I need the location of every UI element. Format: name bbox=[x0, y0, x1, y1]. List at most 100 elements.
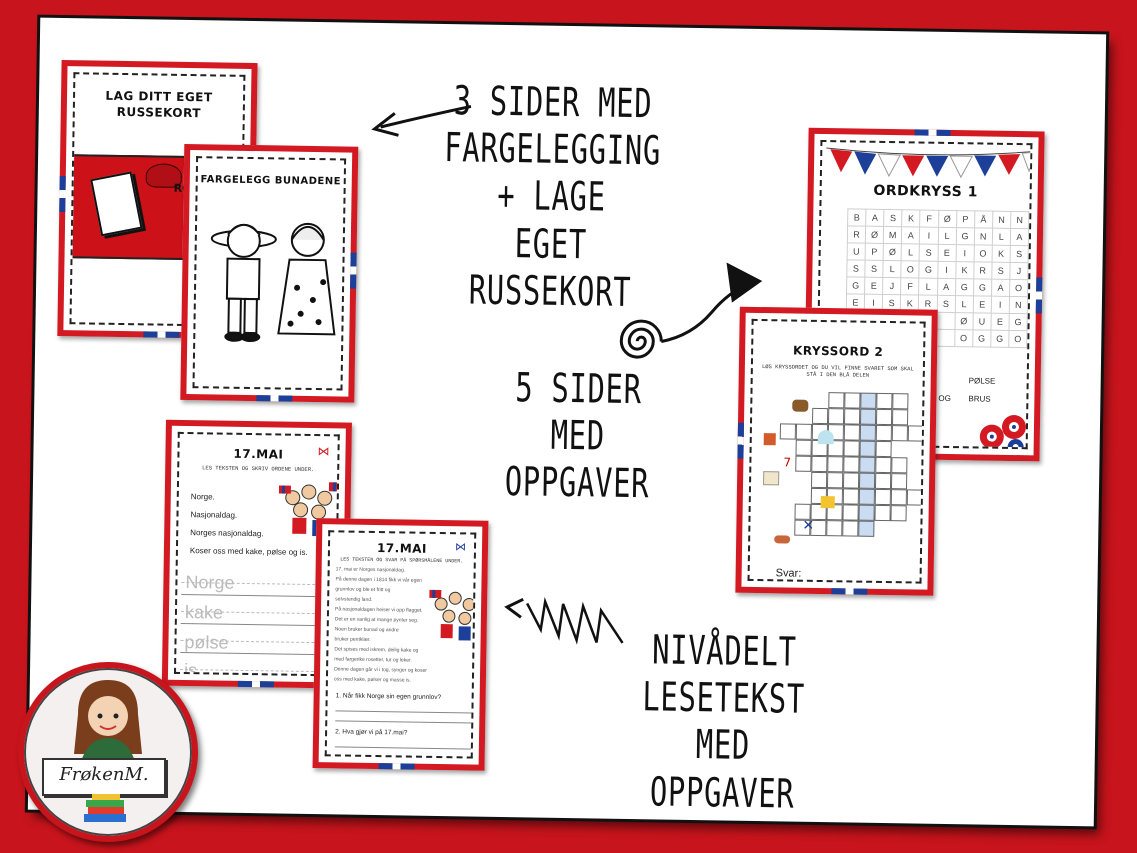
mai-1-practice-1: Norge bbox=[185, 572, 235, 593]
kryssord-cell[interactable] bbox=[842, 488, 859, 505]
kryssord-cell[interactable] bbox=[890, 473, 908, 490]
kryssord-cell[interactable] bbox=[874, 504, 891, 522]
kryssord-cell[interactable] bbox=[875, 424, 892, 442]
ordkryss-cell: Ø bbox=[883, 243, 902, 261]
kryssord-cell[interactable] bbox=[828, 392, 845, 409]
mai-2-subtitle: LES TEKSTEN OG SVAR PÅ SPØRSMÅLENE UNDER… bbox=[340, 556, 464, 565]
ordkryss-cell: N bbox=[1009, 296, 1028, 314]
white-board: LAG DITT EGET RUSSEKORT RO FARGELEGG BUN… bbox=[27, 17, 1107, 827]
books-icon bbox=[84, 794, 126, 822]
kryssord-cell[interactable] bbox=[859, 424, 876, 441]
card-bunad: FARGELEGG BUNADENE bbox=[180, 143, 359, 403]
mai-2-text-line: oss med kake, pølser og masse is. bbox=[333, 676, 411, 684]
ordkryss-cell: L bbox=[901, 243, 920, 262]
annotation-reading-line-1: NIVÅDELT bbox=[651, 627, 798, 676]
ordkryss-cell: O bbox=[1009, 279, 1028, 297]
kryssord-cell[interactable] bbox=[875, 408, 893, 426]
kryssord-cell[interactable] bbox=[795, 439, 812, 456]
flag-stripe-bottom bbox=[831, 588, 868, 595]
kryssord-cell[interactable] bbox=[858, 520, 875, 537]
kryssord-cell[interactable] bbox=[842, 520, 859, 537]
kryssord-cell[interactable] bbox=[890, 505, 907, 522]
ordkryss-cell: I bbox=[955, 244, 975, 262]
ordkryss-cell: L bbox=[937, 227, 957, 245]
kryssord-cell[interactable] bbox=[811, 455, 828, 473]
ordkryss-word-polse: PØLSE bbox=[968, 376, 996, 386]
kryssord-cell[interactable] bbox=[842, 504, 859, 521]
kryssord-cell[interactable] bbox=[891, 457, 908, 474]
kryssord-cell[interactable] bbox=[812, 407, 829, 425]
kryssord-cell[interactable] bbox=[795, 423, 813, 440]
ordkryss-title: ORDKRYSS 1 bbox=[873, 182, 979, 201]
kryssord-cell[interactable] bbox=[795, 455, 812, 472]
kryssord-cell[interactable] bbox=[827, 408, 845, 425]
ordkryss-cell: G bbox=[955, 278, 974, 296]
kryssord-cell[interactable] bbox=[843, 424, 860, 441]
ordkryss-cell: E bbox=[972, 295, 992, 314]
mai-1-subtitle: LES TEKSTEN OG SKRIV ORDENE UNDER. bbox=[202, 464, 315, 474]
kryssord-cell[interactable] bbox=[890, 489, 907, 506]
kryssord-cell[interactable] bbox=[875, 456, 892, 474]
ordkryss-cell: A bbox=[865, 209, 885, 227]
ordkryss-cell: O bbox=[901, 260, 920, 279]
mai-2-text-line: grunnlov og ble et fritt og bbox=[335, 586, 391, 594]
bunad-title: FARGELEGG BUNADENE bbox=[200, 174, 342, 188]
ordkryss-cell: O bbox=[1008, 330, 1027, 348]
annotation-reading-line-2: LESETEKST MED bbox=[642, 674, 806, 770]
ordkryss-cell: L bbox=[918, 278, 938, 296]
russekort-photo-box bbox=[90, 171, 143, 237]
kryssord-cell[interactable] bbox=[876, 392, 893, 410]
kryssord-cell[interactable] bbox=[843, 456, 860, 473]
card-mai-2-inner: 17.MAI LES TEKSTEN OG SVAR PÅ SPØRSMÅLEN… bbox=[324, 530, 477, 759]
kryssord-cell[interactable] bbox=[874, 488, 891, 506]
mai-2-text-line: selvstendig land. bbox=[335, 596, 373, 603]
mai-1-line-1: Norge. bbox=[190, 492, 215, 502]
kryssord-cell[interactable] bbox=[892, 393, 909, 410]
ordkryss-cell: S bbox=[883, 209, 903, 227]
mai-2-text: 17. mai er Norges nasjonaldag.På denne d… bbox=[334, 566, 436, 683]
kryssord-cell[interactable] bbox=[844, 392, 861, 409]
kryssord-cell[interactable] bbox=[779, 423, 797, 440]
kryssord-cell[interactable] bbox=[858, 504, 875, 521]
kryssord-cell[interactable] bbox=[859, 408, 877, 425]
mai-2-text-line: bruker pentklær. bbox=[334, 636, 371, 643]
ordkryss-cell: K bbox=[991, 245, 1011, 263]
kryssord-cell[interactable] bbox=[842, 472, 860, 489]
kryssord-cell[interactable] bbox=[843, 408, 861, 425]
kryssord-cell[interactable] bbox=[827, 456, 844, 473]
flag-stripe-right bbox=[350, 252, 357, 289]
russekort-title-1: LAG DITT EGET bbox=[105, 88, 213, 105]
kryssord-answer-label: Svar: bbox=[775, 567, 802, 580]
ordkryss-cell: A bbox=[1010, 228, 1029, 246]
kryssord-cell[interactable] bbox=[922, 489, 926, 506]
kryssord-cell[interactable] bbox=[859, 440, 876, 457]
mai-2-question-1: 1. Når fikk Norge sin egen grunnlov? bbox=[335, 692, 442, 702]
kryssord-cell[interactable] bbox=[860, 392, 877, 409]
kryssord-cell[interactable] bbox=[891, 425, 908, 442]
annotation-colouring-line-1: 3 SIDER MED bbox=[453, 78, 653, 128]
kryssord-cell[interactable] bbox=[826, 520, 843, 537]
flag-stripe-top bbox=[914, 129, 951, 136]
ordkryss-cell: E bbox=[990, 313, 1010, 331]
mai-2-answer-line-2 bbox=[335, 720, 476, 724]
kryssord-cell[interactable] bbox=[907, 425, 924, 442]
kryssord-cell[interactable] bbox=[858, 488, 875, 505]
logo-text: FrøkenM. bbox=[59, 764, 149, 785]
ordkryss-cell: Ø bbox=[865, 226, 884, 244]
ordkryss-cell: G bbox=[919, 261, 938, 279]
ordkryss-cell: U bbox=[972, 312, 992, 331]
kryssord-cell[interactable] bbox=[858, 472, 876, 489]
kryssord-cell[interactable] bbox=[843, 440, 860, 457]
mai-2-text-line: Denne dagen går vi i tog, synger og kose… bbox=[334, 666, 427, 674]
bunad-children-icon bbox=[210, 222, 336, 343]
kryssord-cell[interactable] bbox=[874, 472, 892, 490]
kryssord-cell[interactable] bbox=[875, 440, 892, 458]
kryssord-cell[interactable] bbox=[826, 472, 844, 489]
ordkryss-cell: L bbox=[954, 295, 974, 313]
kryssord-cell[interactable] bbox=[906, 489, 923, 506]
kryssord-cell[interactable] bbox=[859, 456, 876, 473]
kryssord-cell[interactable] bbox=[810, 471, 828, 489]
kryssord-cell[interactable] bbox=[891, 409, 909, 426]
